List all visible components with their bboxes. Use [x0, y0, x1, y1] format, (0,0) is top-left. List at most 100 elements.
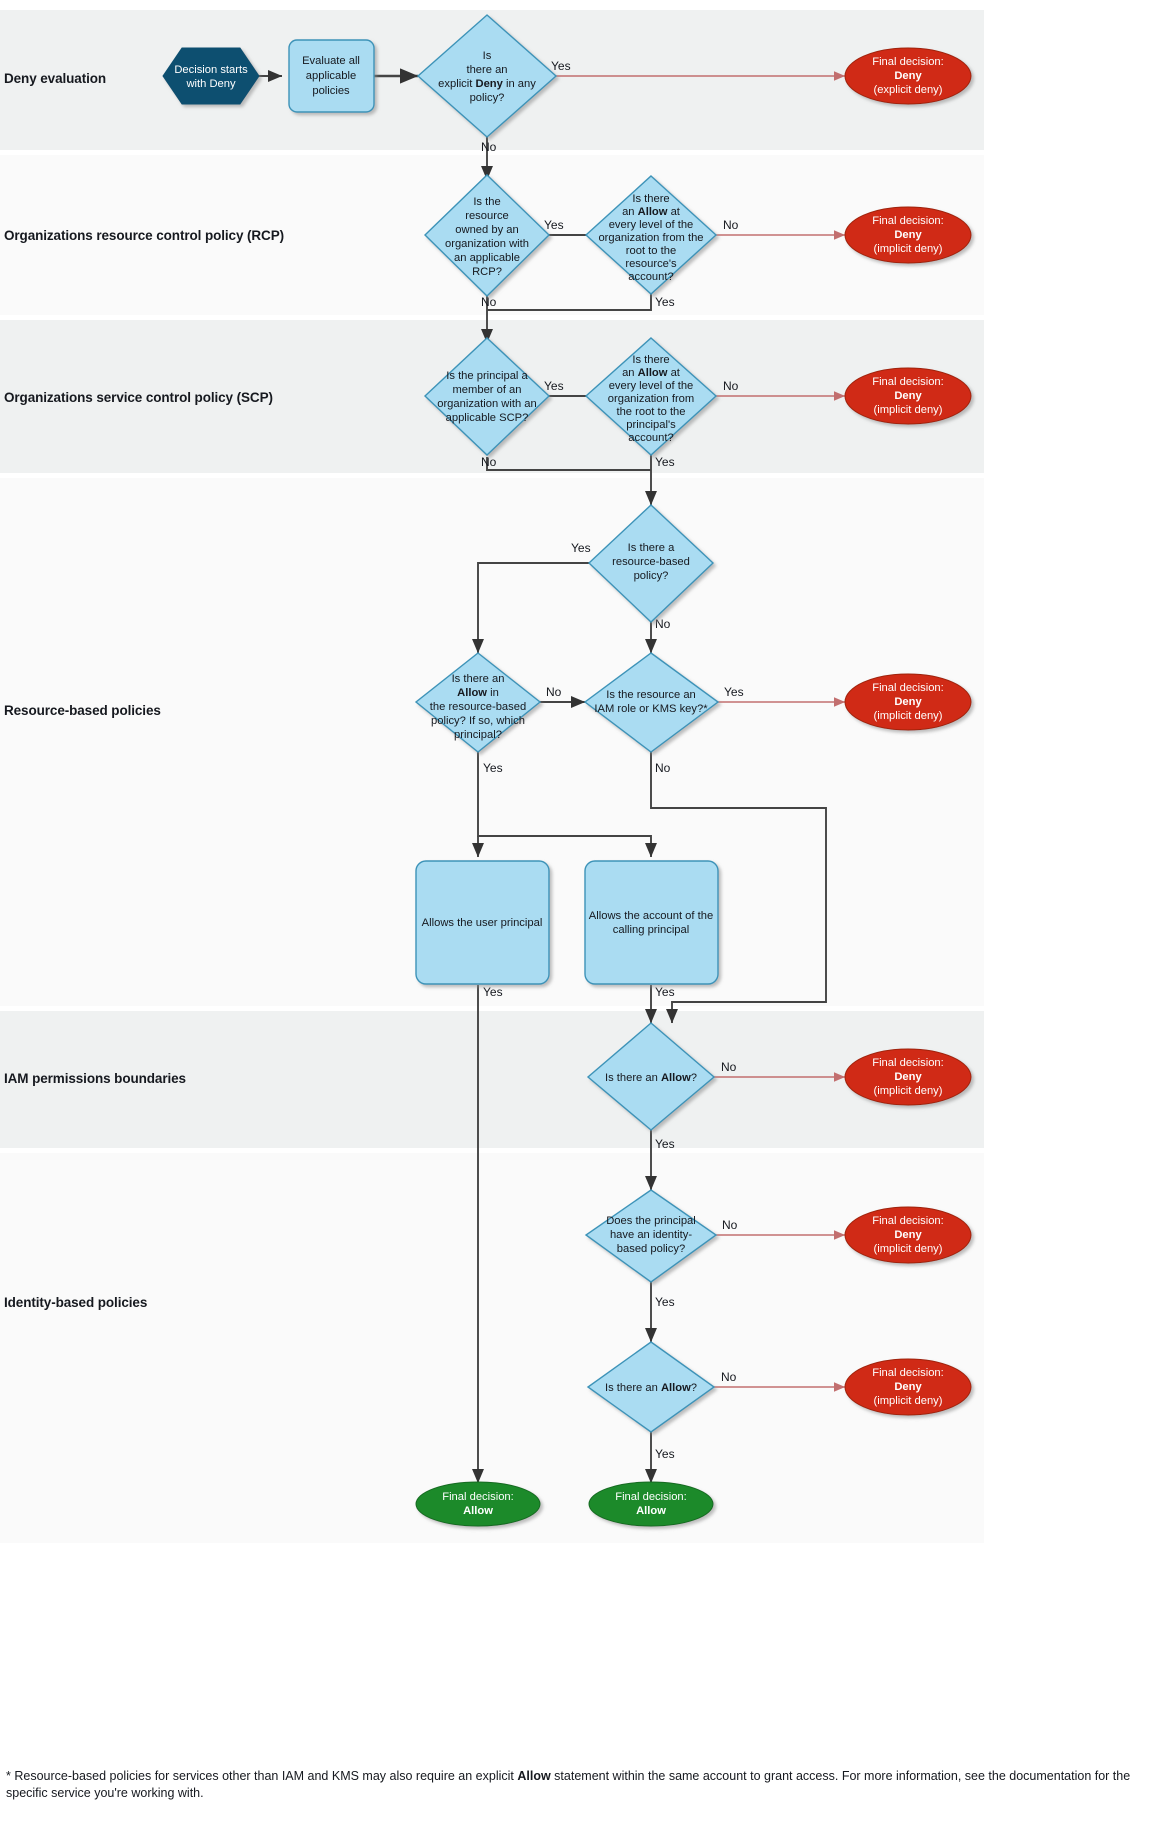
node-ibpolicydeny-line-1: Deny	[894, 1229, 922, 1241]
edge-label-rcpowned-no: No	[481, 295, 497, 309]
node-rcpdeny-line-1: Deny	[894, 229, 922, 241]
footnote-text-c: statement within the same account to gra…	[550, 1769, 1006, 1783]
node-allows-user-principal[interactable]: Allows the user principal	[415, 860, 550, 985]
node-start[interactable]: Decision starts with Deny	[162, 47, 260, 105]
node-rballow-line-3: policy? If so, which	[431, 715, 525, 727]
node-rcpallow-line-1: an Allow at	[622, 206, 681, 218]
node-rbexists-line-0: Is there a	[628, 542, 675, 554]
node-final-allow-right[interactable]: Final decision: Allow	[588, 1481, 714, 1527]
node-rb-final-deny[interactable]: Final decision: Deny (implicit deny)	[844, 673, 972, 731]
node-pballow-line-0: Is there an Allow?	[605, 1072, 697, 1084]
band-label-permissions-boundaries: IAM permissions boundaries	[4, 1071, 186, 1086]
node-ib-allow-decision[interactable]: Is there an Allow?	[586, 1341, 716, 1433]
node-evaluate-line-2: policies	[312, 85, 350, 97]
node-rcpallow-line-6: account?	[628, 271, 673, 283]
node-rcp-final-deny[interactable]: Final decision: Deny (implicit deny)	[844, 206, 972, 264]
node-scpallow-line-0: Is there	[632, 354, 669, 366]
node-allowsaccount-line-1: calling principal	[613, 924, 690, 936]
footnote-text-line2: documentation for the specific service y…	[6, 1769, 1131, 1800]
node-rcpallow-line-3: organization from the	[598, 232, 703, 244]
node-rballow-line-4: principal?	[454, 729, 502, 741]
node-rcpallow-line-0: Is there	[632, 193, 669, 205]
node-rcpowned-line-3: organization with	[445, 238, 529, 250]
node-pb-allow-decision[interactable]: Is there an Allow?	[586, 1022, 716, 1131]
edge-label-iballow-no: No	[721, 1370, 737, 1384]
node-rballow-line-2: the resource-based	[430, 701, 526, 713]
node-finalallowright-line-0: Final decision:	[615, 1491, 687, 1503]
node-pbdeny-line-0: Final decision:	[872, 1057, 944, 1069]
node-rbiamkms-line-1: IAM role or KMS key?*	[594, 703, 708, 715]
node-explicitdeny-line-1: there an	[466, 64, 507, 76]
node-scp-allow-decision[interactable]: Is there an Allow at every level of the …	[584, 337, 718, 456]
node-rcpallow-line-2: every level of the	[609, 219, 694, 231]
node-ibhaspolicy-line-2: based policy?	[617, 1243, 685, 1255]
node-rcpdeny-line-2: (implicit deny)	[873, 243, 942, 255]
node-pbdeny-line-1: Deny	[894, 1071, 922, 1083]
node-ib-policy-final-deny[interactable]: Final decision: Deny (implicit deny)	[844, 1206, 972, 1264]
node-final-deny-explicit[interactable]: Final decision: Deny (explicit deny)	[844, 47, 972, 105]
node-scpmember-line-2: organization with an	[437, 398, 537, 410]
node-scpmember-line-3: applicable SCP?	[446, 412, 529, 424]
node-rcp-owned-decision[interactable]: Is the resource owned by an organization…	[423, 174, 551, 297]
edge-label-rbiamkms-no: No	[655, 761, 671, 775]
node-ibpolicydeny-line-0: Final decision:	[872, 1215, 944, 1227]
band-label-resource-based: Resource-based policies	[4, 703, 161, 718]
edge-label-allowsuser-yes: Yes	[483, 985, 503, 999]
edge-rcpallow-yes	[487, 292, 652, 311]
node-rb-exists-decision[interactable]: Is there a resource-based policy?	[587, 504, 715, 623]
node-iballow-line-0: Is there an Allow?	[605, 1382, 697, 1394]
node-scpdeny-line-1: Deny	[894, 390, 922, 402]
node-ibhaspolicy-line-1: have an identity-	[610, 1229, 692, 1241]
node-scpallow-line-5: principal's	[626, 419, 676, 431]
node-pbdeny-line-2: (implicit deny)	[873, 1085, 942, 1097]
node-rbexists-line-1: resource-based	[612, 556, 690, 568]
edge-label-pballow-yes: Yes	[655, 1137, 675, 1151]
edge-label-pballow-no: No	[721, 1060, 737, 1074]
edge-label-scpallow-yes: Yes	[655, 455, 675, 469]
node-start-line-1: with Deny	[185, 78, 236, 90]
node-ibpolicydeny-line-2: (implicit deny)	[873, 1243, 942, 1255]
node-scp-final-deny[interactable]: Final decision: Deny (implicit deny)	[844, 367, 972, 425]
node-allowsaccount-line-0: Allows the account of the	[589, 910, 713, 922]
node-evaluate-policies[interactable]: Evaluate all applicable policies	[288, 39, 375, 113]
node-allowsuser-line-0: Allows the user principal	[422, 917, 543, 929]
edge-scpmember-no	[486, 457, 651, 471]
node-scpmember-line-0: Is the principal a	[446, 370, 528, 382]
edge-label-ibhaspolicy-yes: Yes	[655, 1295, 675, 1309]
node-scp-member-decision[interactable]: Is the principal a member of an organiza…	[423, 337, 551, 456]
node-explicitdeny-line-3: policy?	[470, 92, 505, 104]
node-rballow-line-1: Allow in	[457, 687, 499, 699]
node-ib-allow-final-deny[interactable]: Final decision: Deny (implicit deny)	[844, 1358, 972, 1416]
node-finalallowleft-line-1: Allow	[463, 1505, 493, 1517]
edge-label-explicitdeny-no: No	[481, 140, 497, 154]
node-rb-iam-kms-decision[interactable]: Is the resource an IAM role or KMS key?*	[583, 652, 720, 753]
edge-label-scpallow-no: No	[723, 379, 739, 393]
node-finalallowleft-line-0: Final decision:	[442, 1491, 514, 1503]
node-denyexplicit-line-0: Final decision:	[872, 56, 944, 68]
node-explicit-deny-decision[interactable]: Is there an explicit Deny in any policy?	[416, 14, 558, 138]
node-rcpowned-line-1: resource	[465, 210, 509, 222]
edge-label-rbexists-yes: Yes	[571, 541, 591, 555]
node-rbdeny-line-0: Final decision:	[872, 682, 944, 694]
edge-label-scpmember-yes: Yes	[544, 379, 564, 393]
node-rb-allow-decision[interactable]: Is there an Allow in the resource-based …	[414, 652, 542, 753]
node-finalallowright-line-1: Allow	[636, 1505, 666, 1517]
node-scpallow-line-6: account?	[628, 432, 673, 444]
node-rcp-allow-decision[interactable]: Is there an Allow at every level of the …	[584, 175, 718, 295]
node-final-allow-left[interactable]: Final decision: Allow	[415, 1481, 541, 1527]
edge-label-rbiamkms-yes: Yes	[724, 685, 744, 699]
edge-label-ibhaspolicy-no: No	[722, 1218, 738, 1232]
node-rcpallow-line-5: resource's	[625, 258, 677, 270]
band-label-deny-evaluation: Deny evaluation	[4, 71, 107, 86]
node-scpallow-line-4: the root to the	[616, 406, 685, 418]
node-rbdeny-line-2: (implicit deny)	[873, 710, 942, 722]
band-label-identity-based: Identity-based policies	[4, 1295, 148, 1310]
node-ib-has-policy-decision[interactable]: Does the principal have an identity- bas…	[584, 1189, 718, 1283]
edge-label-allowsaccount-yes: Yes	[655, 985, 675, 999]
node-allows-account[interactable]: Allows the account of the calling princi…	[584, 860, 719, 985]
edge-labels-group: Yes No Yes No No Yes Yes No No Yes Yes N…	[481, 59, 744, 1461]
node-rbiamkms-line-0: Is the resource an	[606, 689, 696, 701]
node-start-line-0: Decision starts	[174, 64, 248, 76]
node-pb-final-deny[interactable]: Final decision: Deny (implicit deny)	[844, 1048, 972, 1106]
